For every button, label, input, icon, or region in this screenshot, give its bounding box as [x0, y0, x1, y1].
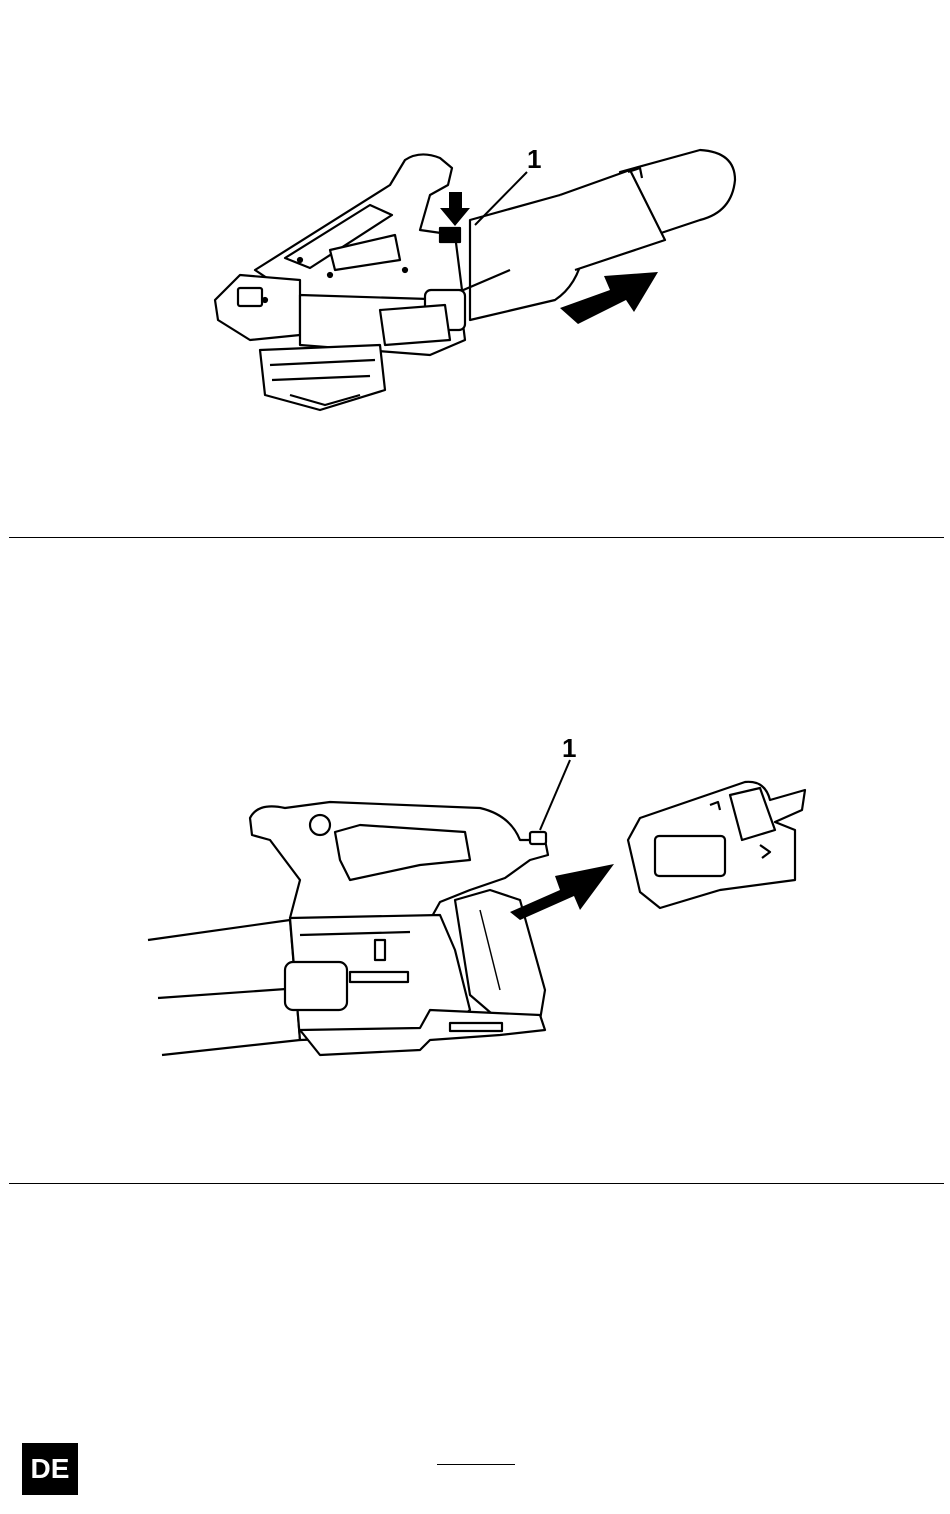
section-divider-1	[9, 537, 944, 538]
figure-2-insert-battery	[0, 540, 950, 1185]
battery-insertion-illustration	[0, 540, 950, 1185]
page-number-rule	[437, 1464, 515, 1465]
language-badge: DE	[22, 1443, 78, 1495]
callout-number-1: 1	[562, 735, 576, 761]
section-divider-2	[9, 1183, 944, 1184]
callout-number-1: 1	[527, 146, 541, 172]
figure-1-attach-tube	[0, 0, 950, 540]
blower-tube-illustration	[0, 0, 950, 540]
